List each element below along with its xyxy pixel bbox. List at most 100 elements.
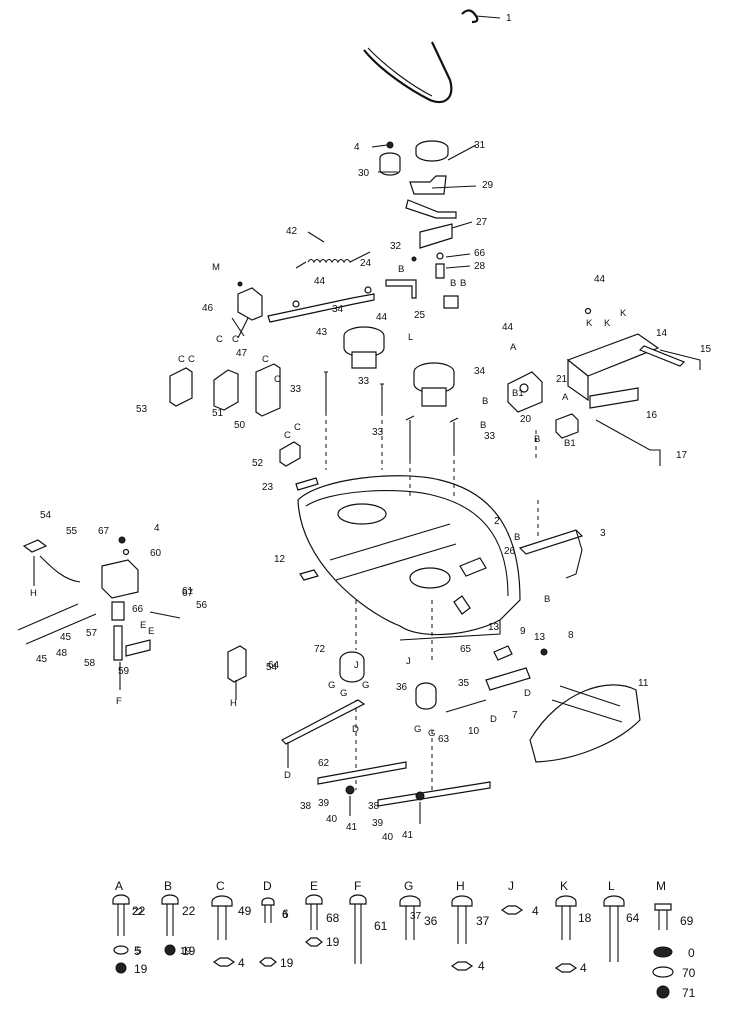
part-label: 11 (638, 678, 649, 689)
key-number: 6 (282, 907, 289, 921)
key-column-a: A 22 5 19 (112, 879, 148, 976)
part-label: 36 (396, 682, 408, 693)
part-label: 72 (314, 644, 326, 655)
letter-label: H (230, 698, 237, 709)
part-label: 45 (36, 654, 48, 665)
pulley-34-left (343, 326, 385, 369)
letter-label: B (534, 434, 540, 445)
key-letter: C (216, 879, 225, 893)
part-label: 60 (150, 548, 162, 559)
part-label: 31 (474, 140, 486, 151)
part-label: 65 (460, 644, 472, 655)
key-letter: D (263, 879, 272, 893)
part-label: 33 (290, 384, 302, 395)
part-label: 10 (468, 726, 480, 737)
leader-lines (33, 556, 289, 768)
part-label: 53 (136, 404, 148, 415)
part-number-labels: 1 2 3 4 4 5 6 7 8 9 10 11 12 13 13 14 15… (36, 13, 712, 957)
key-number: 70 (682, 966, 696, 980)
plate-21 (507, 371, 579, 439)
key-number: 4 (238, 956, 245, 970)
key-column-m: M 69 0 70 71 (652, 879, 696, 1000)
part-label: 57 (86, 628, 98, 639)
letter-label: B (544, 594, 550, 605)
part-label: 40 (382, 832, 394, 843)
letter-label: B (450, 278, 456, 289)
part-label: 61 (182, 586, 194, 597)
key-column-j: J 4 (500, 879, 539, 918)
key-number: 37 (476, 914, 490, 928)
bolts-33 (324, 371, 459, 460)
part-label: 66 (474, 248, 486, 259)
part-label: 14 (656, 328, 668, 339)
key-number: 4 (478, 959, 485, 973)
letter-label: G (328, 680, 335, 691)
key-letter: L (608, 879, 615, 893)
small-plates (295, 477, 319, 581)
part-label: 33 (358, 376, 370, 387)
part-label: 54 (40, 510, 52, 521)
part-label: 67 (98, 526, 110, 537)
key-number: 36 (424, 914, 438, 928)
letter-label: G (414, 724, 421, 735)
key-number: 64 (626, 911, 640, 925)
part-label: 62 (318, 758, 330, 769)
part-label: 50 (234, 420, 246, 431)
part-label: 41 (346, 822, 358, 833)
letter-label: J (406, 656, 411, 667)
key-number: 18 (578, 911, 592, 925)
letter-label: D (490, 714, 497, 725)
part-label: 43 (316, 327, 328, 338)
key-letter: A (115, 879, 123, 893)
part-label: 32 (390, 241, 402, 252)
letter-label: B (514, 532, 520, 543)
letter-label: D (524, 688, 531, 699)
part-label: 67 (182, 588, 194, 599)
letter-label: B (460, 278, 466, 289)
blades (280, 699, 491, 807)
part-label: 30 (358, 168, 370, 179)
letter-label: M (212, 262, 220, 273)
letter-label: J (354, 660, 359, 671)
part-label: 23 (262, 482, 274, 493)
part-label: 2 (494, 516, 500, 527)
part-label: 42 (286, 226, 298, 237)
part-label: 8 (568, 630, 574, 641)
letter-label: B (482, 396, 488, 407)
part-label: 9 (520, 626, 526, 637)
part-label: 4 (354, 142, 360, 153)
key-number: 22 (182, 904, 196, 918)
letter-label: E (148, 626, 154, 637)
key-number: 4 (532, 904, 539, 918)
key-letter: M (656, 879, 666, 893)
letter-label: L (408, 332, 413, 343)
letter-label: K (604, 318, 611, 329)
letter-label: C (232, 334, 239, 345)
part-label: 21 (556, 374, 568, 385)
letter-reference-labels: A A B B B B B B B B B1 B1 C C C C C C C … (30, 262, 627, 781)
part-label: 16 (646, 410, 658, 421)
part-label: 44 (314, 276, 326, 287)
part-label: 51 (212, 408, 224, 419)
part-label: 19 (180, 946, 192, 957)
part-label: 26 (504, 546, 516, 557)
part-label: 20 (520, 414, 532, 425)
part-label: 40 (326, 814, 338, 825)
small-hardware-right (385, 252, 471, 309)
brackets-left (169, 363, 301, 467)
key-column-l: L 64 (603, 879, 640, 962)
letter-label: C (284, 430, 291, 441)
part-label: 15 (700, 344, 712, 355)
drive-belt-part (363, 41, 453, 104)
part-label: 39 (372, 818, 384, 829)
key-number: 19 (326, 935, 340, 949)
letter-label: F (116, 696, 122, 707)
bracket-27 (419, 221, 473, 249)
letter-label: C (216, 334, 223, 345)
part-label: 17 (676, 450, 688, 461)
belt-clip-part (461, 9, 501, 24)
letter-label: E (140, 620, 146, 631)
part-label: 46 (202, 303, 214, 314)
letter-label: K (586, 318, 593, 329)
